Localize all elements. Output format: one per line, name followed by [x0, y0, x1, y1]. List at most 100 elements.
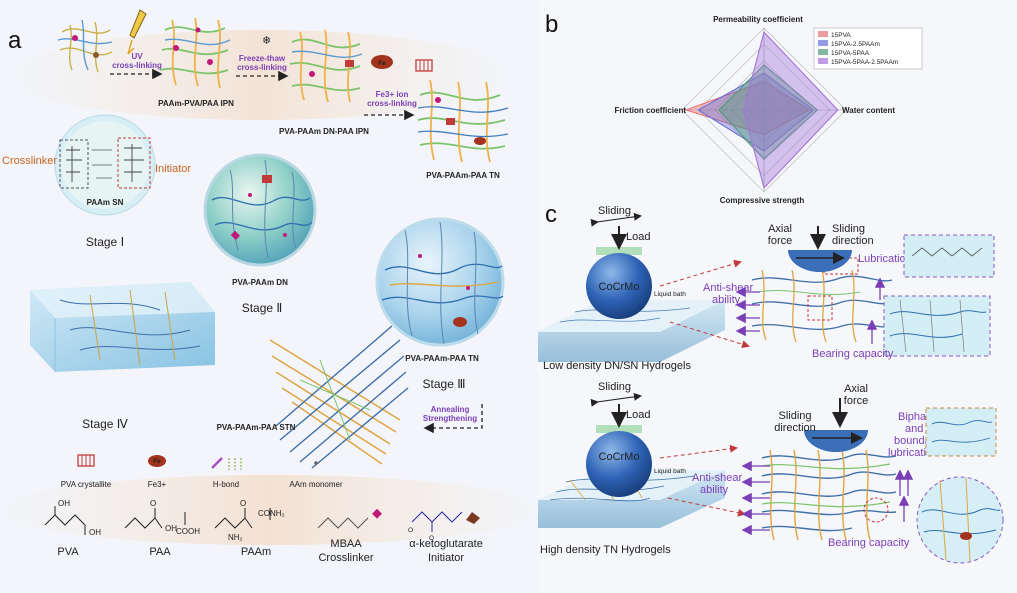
anti-shear-top-2: ability: [712, 294, 741, 306]
panel-c: c CoCrMo Liquid bath Load Sliding Low de…: [538, 201, 1017, 593]
uv-label-1: UV: [131, 52, 143, 61]
network-ipn: [159, 17, 231, 89]
radar-axis-permeability: Permeability coefficient: [713, 15, 803, 24]
legend-row-1: PVA crystallite Fe Fe3+ H-bond AAm monom…: [61, 454, 343, 489]
radar-legend: 15PVA 15PVA-2.5PAAm 15PVA-5PAA 15PVA-5PA…: [813, 27, 923, 70]
network-precursor: [57, 19, 113, 73]
sliding-label-top: Sliding: [598, 205, 631, 217]
panel-b-letter: b: [545, 11, 558, 38]
lubrication-inset: [903, 234, 995, 278]
svg-text:O: O: [150, 499, 156, 508]
hbond-icon: [211, 457, 242, 470]
stage1-diagram: [54, 114, 156, 216]
cocrmo-ball-bottom: [586, 431, 652, 497]
sliding-dir-top-2: direction: [832, 235, 874, 247]
fe3-icon: Fe: [148, 455, 166, 467]
fe-label-1: Fe3+ ion: [376, 90, 409, 99]
pva-crystallite-icon: [77, 454, 95, 467]
legend-row-2: OH OH PVA OH O COOH PAA O NH₂ CONH₂: [44, 499, 483, 564]
initiator-label: Initiator: [155, 163, 191, 175]
biphasic-4: lubrication: [888, 447, 938, 459]
annealing-label-2: Strengthening: [423, 414, 477, 423]
ft-label-1: Freeze-thaw: [239, 54, 286, 63]
pva-paam-paa-tn-label: PVA-PAAm-PAA TN: [405, 354, 479, 363]
radar-series-4: [742, 31, 839, 189]
radar-series: [684, 31, 839, 189]
biphasic-2: and: [905, 423, 923, 435]
panel-a-letter: a: [8, 27, 22, 54]
legend-aam: AAm monomer: [289, 480, 343, 489]
sliding-label-bottom: Sliding: [598, 381, 631, 393]
fe-ion-icon: Fe: [371, 55, 393, 69]
bearing-capacity-bottom: Bearing capacity: [828, 537, 910, 549]
arrow-annealing: [423, 404, 483, 434]
legend-pva-crystallite: PVA crystallite: [61, 480, 112, 489]
stage2-label: Stage Ⅱ: [242, 301, 283, 315]
crystallite-icon: [415, 59, 433, 72]
legend-mbaa-1: MBAA: [330, 538, 362, 550]
cocrmo-ball-top: [586, 253, 652, 319]
legend-initiator: Initiator: [428, 552, 464, 564]
radar-legend-item: 15PVA-5PAA-2.5PAAm: [818, 58, 898, 66]
bearing-capacity-top: Bearing capacity: [812, 348, 894, 360]
caption-low-density: Low density DN/SN Hydrogels: [543, 360, 691, 372]
svg-text:CoCrMo: CoCrMo: [599, 451, 640, 463]
stage2-sphere: [203, 153, 317, 267]
legend-mbaa-2: Crosslinker: [318, 552, 373, 564]
legend-hbond: H-bond: [213, 480, 239, 489]
svg-text:Fe: Fe: [378, 60, 386, 67]
stage1-label: Stage Ⅰ: [86, 235, 124, 249]
stage3-label: Stage Ⅲ: [423, 377, 466, 391]
crosslinker-label: Crosslinker: [2, 155, 57, 167]
stage4-label: Stage Ⅳ: [82, 417, 128, 431]
anti-shear-bottom-1: Anti-shear: [692, 472, 742, 484]
bearing-circle-bottom: [916, 476, 1004, 564]
radar-legend-item: 15PVA-5PAA: [818, 49, 870, 57]
radar-series-2: [697, 72, 815, 152]
radar-legend-item: 15PVA: [818, 31, 851, 39]
radar-axis-compressive: Compressive strength: [720, 196, 805, 205]
pva-structure: OH OH: [44, 499, 101, 537]
axial-force-top-2: force: [768, 235, 792, 247]
anti-shear-bottom-2: ability: [700, 484, 729, 496]
radar-series-3: [718, 64, 819, 160]
panel-b: b Permeability coefficient Water content…: [538, 0, 1017, 205]
svg-text:15PVA: 15PVA: [831, 32, 851, 39]
radar-axis-friction: Friction coefficient: [614, 106, 686, 115]
anti-shear-arrows-top: [735, 277, 886, 344]
akg-structure: O O: [408, 511, 480, 542]
axial-force-top-1: Axial: [768, 223, 792, 235]
sliding-dir-top-1: Sliding: [832, 223, 865, 235]
label-tn: PVA-PAAm-PAA TN: [426, 171, 500, 180]
panel-c-letter: c: [545, 201, 557, 228]
snowflake-icon: ❄: [262, 35, 271, 47]
aam-monomer-icon: [314, 461, 318, 465]
stn-network: [269, 325, 409, 469]
uv-lamp-icon: [127, 9, 147, 55]
radar-legend-item: 15PVA-2.5PAAm: [818, 40, 880, 48]
svg-text:O: O: [240, 499, 246, 508]
legend-paa: PAA: [149, 546, 171, 558]
svg-text:OH: OH: [58, 499, 70, 508]
label-ipn1: PAAm-PVA/PAA IPN: [158, 99, 234, 108]
pva-paam-dn-label: PVA-PAAm DN: [232, 278, 288, 287]
network-dn-ipn: [289, 29, 363, 103]
legend-pva: PVA: [57, 546, 79, 558]
c-bottom-counterface: [804, 398, 868, 452]
svg-text:NH₂: NH₂: [228, 533, 243, 542]
stage3-sphere: [375, 217, 505, 347]
zoom-arrow-bottom-1: [659, 444, 738, 459]
load-label-top: Load: [626, 231, 650, 243]
liquid-bath-top: Liquid bath: [654, 291, 686, 298]
legend-fe3: Fe3+: [148, 480, 167, 489]
paam-sn-label: PAAm SN: [87, 198, 124, 207]
label-ipn2: PVA-PAAm DN-PAA IPN: [279, 127, 369, 136]
biphasic-inset: [925, 407, 997, 457]
anti-shear-arrows-bottom: [741, 460, 914, 536]
svg-text:15PVA-5PAA: 15PVA-5PAA: [831, 50, 870, 57]
svg-text:COOH: COOH: [176, 527, 200, 536]
sliding-dir-bottom-1: Sliding: [778, 410, 811, 422]
svg-text:15PVA-5PAA-2.5PAAm: 15PVA-5PAA-2.5PAAm: [831, 59, 898, 66]
